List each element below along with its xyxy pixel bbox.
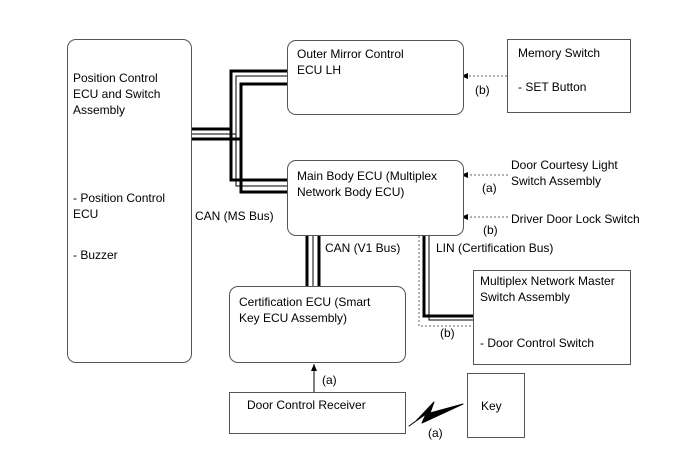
certification-ecu-box <box>229 286 406 363</box>
can-ms-bus-label: CAN (MS Bus) <box>195 209 274 223</box>
multiplex-master-switch-item: - Door Control Switch <box>480 336 595 350</box>
door-courtesy-switch-label: Door Courtesy Light Switch Assembly <box>511 158 618 188</box>
certification-ecu-title: Certification ECU (Smart Key ECU Assembl… <box>239 295 371 325</box>
lin-signal-label: (b) <box>440 326 455 340</box>
can-v1-bus-label: CAN (V1 Bus) <box>325 241 401 255</box>
wireless-signal-icon <box>408 401 464 427</box>
main-body-ecu-title: Main Body ECU (Multiplex Network Body EC… <box>297 169 438 199</box>
outer-mirror-ecu-box <box>287 40 464 115</box>
memory-switch-item: - SET Button <box>518 80 587 94</box>
receiver-signal-label: (a) <box>322 373 337 387</box>
multiplex-master-switch-title: Multiplex Network Master Switch Assembly <box>480 274 615 304</box>
memory-signal-label: (b) <box>475 83 490 97</box>
memory-switch-box <box>507 39 631 113</box>
position-control-ecu-box <box>67 39 192 363</box>
lin-bus-line <box>422 236 473 321</box>
door-control-receiver-box <box>229 392 406 434</box>
key-signal-label: (a) <box>428 426 443 440</box>
position-ecu-title: Position Control ECU and Switch Assembly <box>73 71 161 117</box>
can-ms-bus-line <box>191 69 287 194</box>
main-body-ecu-box <box>287 160 464 236</box>
key-box <box>467 373 525 438</box>
lock-signal-label: (b) <box>483 223 498 237</box>
position-ecu-buzzer: - Buzzer <box>73 248 118 262</box>
door-control-receiver-title: Door Control Receiver <box>247 398 366 412</box>
outer-mirror-ecu-title: Outer Mirror Control ECU LH <box>297 47 404 77</box>
driver-door-lock-switch-label: Driver Door Lock Switch <box>511 212 640 226</box>
position-ecu-item: - Position Control ECU <box>73 191 166 221</box>
key-title: Key <box>481 399 502 413</box>
can-v1-bus-line <box>305 236 321 287</box>
multiplex-master-switch-box <box>473 270 631 365</box>
courtesy-signal-label: (a) <box>482 181 497 195</box>
memory-switch-title: Memory Switch <box>518 46 601 60</box>
lin-signal-line <box>418 236 473 327</box>
lin-bus-label: LIN (Certification Bus) <box>436 241 554 255</box>
